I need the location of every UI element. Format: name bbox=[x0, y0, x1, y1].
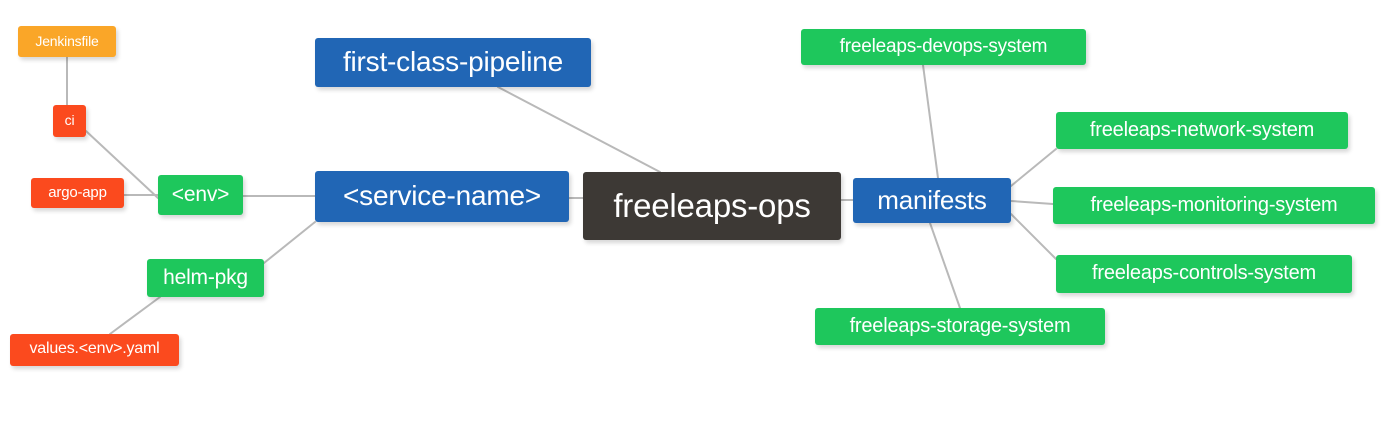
node-freeleaps-storage-system[interactable]: freeleaps-storage-system bbox=[815, 308, 1105, 345]
node-label-values-env-yaml: values.<env>.yaml bbox=[29, 340, 160, 357]
node-manifests[interactable]: manifests bbox=[853, 178, 1011, 223]
node-freeleaps-devops-system[interactable]: freeleaps-devops-system bbox=[801, 29, 1086, 65]
node-ci[interactable]: ci bbox=[53, 105, 86, 137]
node-helm-pkg[interactable]: helm-pkg bbox=[147, 259, 264, 297]
edge-service-name-to-helm-pkg bbox=[263, 221, 316, 264]
node-freeleaps-ops[interactable]: freeleaps-ops bbox=[583, 172, 841, 240]
node-first-class-pipeline[interactable]: first-class-pipeline bbox=[315, 38, 591, 87]
node-values-env-yaml[interactable]: values.<env>.yaml bbox=[10, 334, 179, 366]
edge-manifests-to-freeleaps-network-system bbox=[1010, 148, 1057, 187]
node-label-freeleaps-monitoring-system: freeleaps-monitoring-system bbox=[1090, 193, 1338, 216]
edge-helm-pkg-to-values-env-yaml bbox=[109, 296, 161, 335]
node-service-name[interactable]: <service-name> bbox=[315, 171, 569, 222]
edge-manifests-to-freeleaps-controls-system bbox=[1010, 213, 1057, 260]
node-jenkinsfile[interactable]: Jenkinsfile bbox=[18, 26, 116, 57]
node-freeleaps-network-system[interactable]: freeleaps-network-system bbox=[1056, 112, 1348, 149]
node-label-argo-app: argo-app bbox=[48, 183, 107, 201]
node-label-env: <env> bbox=[171, 182, 230, 206]
node-freeleaps-monitoring-system[interactable]: freeleaps-monitoring-system bbox=[1053, 187, 1375, 224]
node-label-jenkinsfile: Jenkinsfile bbox=[35, 32, 99, 49]
node-label-freeleaps-devops-system: freeleaps-devops-system bbox=[839, 35, 1048, 57]
node-env[interactable]: <env> bbox=[158, 175, 243, 215]
edge-manifests-to-freeleaps-devops-system bbox=[922, 64, 939, 179]
edge-first-class-pipeline-to-freeleaps-ops bbox=[497, 86, 661, 173]
node-freeleaps-controls-system[interactable]: freeleaps-controls-system bbox=[1056, 255, 1352, 293]
edge-manifests-to-freeleaps-storage-system bbox=[929, 222, 961, 309]
node-label-service-name: <service-name> bbox=[343, 179, 541, 211]
node-label-manifests: manifests bbox=[877, 184, 987, 215]
node-label-first-class-pipeline: first-class-pipeline bbox=[342, 45, 564, 77]
node-label-freeleaps-ops: freeleaps-ops bbox=[613, 186, 811, 224]
edge-manifests-to-freeleaps-monitoring-system bbox=[1010, 200, 1054, 205]
edge-ci-to-env bbox=[85, 130, 159, 199]
node-label-freeleaps-storage-system: freeleaps-storage-system bbox=[849, 314, 1071, 337]
node-label-ci: ci bbox=[64, 112, 75, 128]
node-label-freeleaps-network-system: freeleaps-network-system bbox=[1089, 118, 1315, 141]
node-label-freeleaps-controls-system: freeleaps-controls-system bbox=[1092, 262, 1316, 284]
node-argo-app[interactable]: argo-app bbox=[31, 178, 124, 208]
node-label-helm-pkg: helm-pkg bbox=[163, 265, 248, 289]
